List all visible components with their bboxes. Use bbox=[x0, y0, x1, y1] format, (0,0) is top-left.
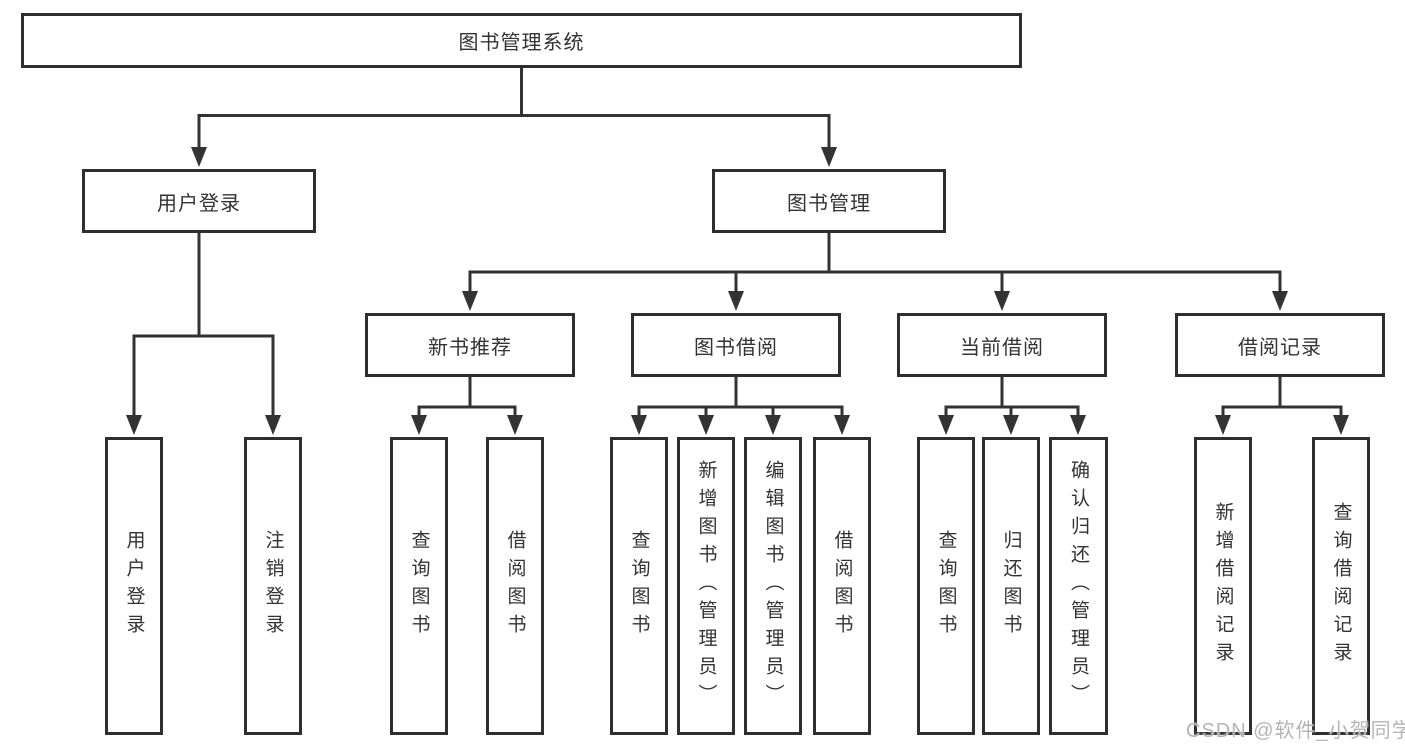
node-leaf-query-books-3: 查询图书 bbox=[917, 437, 975, 735]
node-leaf-confirm-return-admin: 确认归还（管理员） bbox=[1049, 437, 1108, 735]
node-leaf-borrow-books-1: 借阅图书 bbox=[486, 437, 544, 735]
node-user-login: 用户登录 bbox=[82, 169, 316, 233]
csdn-watermark: CSDN @软件_小贺同学 bbox=[1186, 720, 1405, 742]
node-book-borrowing: 图书借阅 bbox=[631, 313, 841, 377]
node-new-book-recommend-label: 新书推荐 bbox=[428, 336, 512, 359]
node-leaf-add-books-admin-label: 新增图书（管理员） bbox=[695, 460, 717, 712]
node-leaf-edit-books-admin-label: 编辑图书（管理员） bbox=[762, 460, 784, 712]
node-leaf-confirm-return-admin-label: 确认归还（管理员） bbox=[1068, 460, 1089, 712]
node-leaf-logout: 注销登录 bbox=[244, 437, 302, 735]
node-leaf-add-books-admin: 新增图书（管理员） bbox=[677, 437, 735, 735]
node-book-borrowing-label: 图书借阅 bbox=[694, 336, 778, 359]
node-leaf-user-login: 用户登录 bbox=[105, 437, 163, 735]
node-leaf-borrow-books-2: 借阅图书 bbox=[813, 437, 871, 735]
node-borrowing-records: 借阅记录 bbox=[1175, 313, 1385, 377]
node-root-label: 图书管理系统 bbox=[458, 32, 585, 54]
node-leaf-query-books-2-label: 查询图书 bbox=[628, 530, 650, 642]
node-user-login-label: 用户登录 bbox=[157, 192, 241, 215]
node-leaf-query-books-2: 查询图书 bbox=[610, 437, 668, 735]
node-leaf-add-borrow-record: 新增借阅记录 bbox=[1194, 437, 1252, 735]
node-leaf-borrow-books-2-label: 借阅图书 bbox=[831, 530, 853, 642]
node-leaf-edit-books-admin: 编辑图书（管理员） bbox=[744, 437, 802, 735]
node-leaf-borrow-books-1-label: 借阅图书 bbox=[504, 530, 526, 642]
node-leaf-query-borrow-record: 查询借阅记录 bbox=[1312, 437, 1370, 735]
node-leaf-logout-label: 注销登录 bbox=[262, 530, 284, 642]
node-root: 图书管理系统 bbox=[21, 13, 1022, 68]
node-leaf-return-books: 归还图书 bbox=[982, 437, 1040, 735]
node-leaf-query-books-1: 查询图书 bbox=[390, 437, 448, 735]
node-borrowing-records-label: 借阅记录 bbox=[1238, 336, 1322, 359]
node-leaf-return-books-label: 归还图书 bbox=[1000, 530, 1022, 642]
node-leaf-user-login-label: 用户登录 bbox=[123, 530, 145, 642]
node-book-management: 图书管理 bbox=[712, 169, 946, 233]
node-book-management-label: 图书管理 bbox=[787, 192, 871, 215]
node-leaf-add-borrow-record-label: 新增借阅记录 bbox=[1212, 502, 1234, 670]
node-leaf-query-borrow-record-label: 查询借阅记录 bbox=[1330, 502, 1352, 670]
node-leaf-query-books-3-label: 查询图书 bbox=[935, 530, 957, 642]
node-leaf-query-books-1-label: 查询图书 bbox=[408, 530, 430, 642]
node-new-book-recommend: 新书推荐 bbox=[365, 313, 575, 377]
node-current-borrowing: 当前借阅 bbox=[897, 313, 1107, 377]
node-current-borrowing-label: 当前借阅 bbox=[960, 336, 1044, 359]
